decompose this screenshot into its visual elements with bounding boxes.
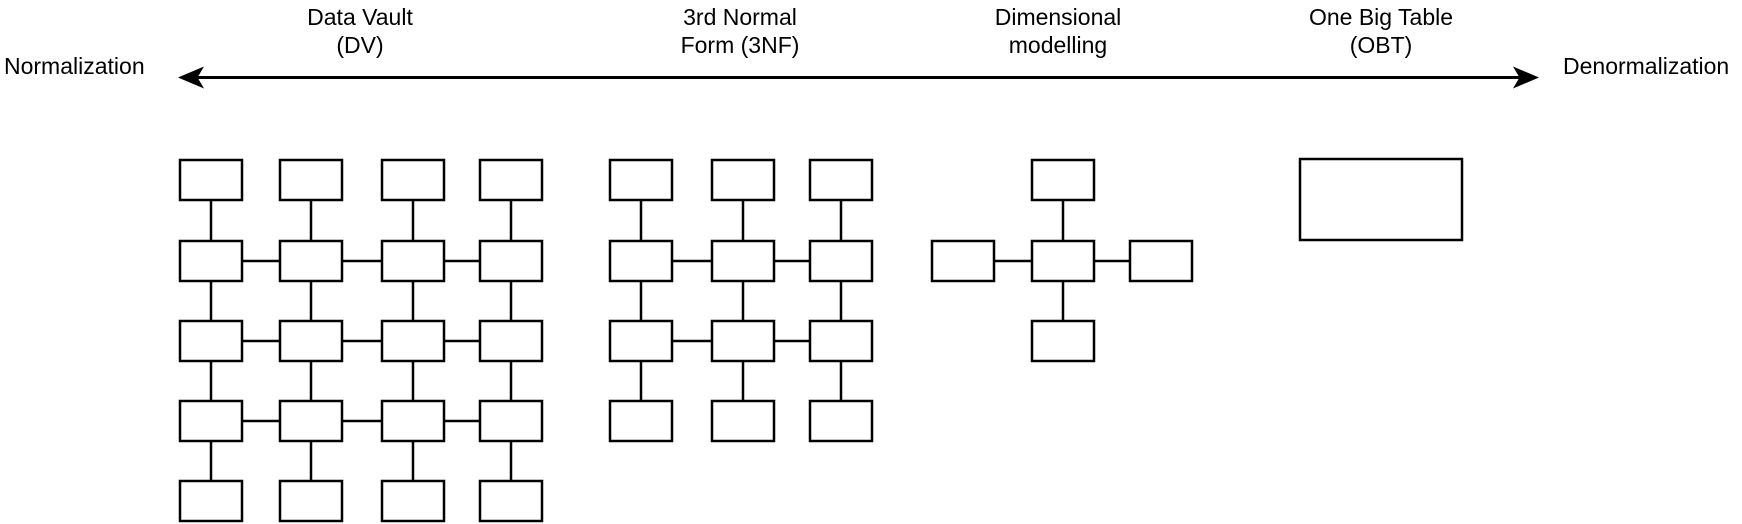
- three-nf-table-box: [710, 399, 776, 443]
- data-vault-table-box: [478, 399, 544, 443]
- three-nf-table-box: [808, 158, 874, 202]
- data-vault-label-line1: Data Vault: [307, 4, 413, 30]
- dimensional-dimension-box: [1030, 158, 1096, 202]
- data-vault-table-box: [278, 319, 344, 363]
- three-nf-table-box: [808, 319, 874, 363]
- data-vault-table-box: [278, 158, 344, 202]
- three-nf-table-box: [608, 158, 674, 202]
- data-vault-table-box: [478, 479, 544, 523]
- data-vault-table-box: [278, 479, 344, 523]
- data-vault-table-box: [278, 239, 344, 283]
- data-vault-table-box: [478, 319, 544, 363]
- third-normal-form-label: 3rd Normal Form (3NF): [681, 3, 800, 59]
- dimensional-dimension-box: [1030, 319, 1096, 363]
- spectrum-arrowhead-right-icon: [1513, 66, 1539, 89]
- data-vault-table-box: [380, 239, 446, 283]
- data-vault-table-box: [478, 239, 544, 283]
- dimensional-modelling-label: Dimensional modelling: [995, 3, 1122, 59]
- data-vault-table-box: [380, 319, 446, 363]
- three-nf-table-box: [608, 239, 674, 283]
- dimensional-dimension-box: [930, 239, 996, 283]
- data-vault-table-box: [178, 319, 244, 363]
- spectrum-arrowhead-left-icon: [178, 66, 204, 89]
- denormalization-axis-label: Denormalization: [1563, 53, 1730, 79]
- data-vault-table-box: [380, 399, 446, 443]
- three-nf-table-box: [608, 319, 674, 363]
- three-nf-table-box: [710, 158, 776, 202]
- data-vault-table-box: [178, 158, 244, 202]
- three-nf-table-box: [808, 239, 874, 283]
- one-big-table-label-line1: One Big Table: [1308, 4, 1454, 30]
- one-big-table-label-line2: (OBT): [1349, 32, 1413, 58]
- three-nf-table-box: [710, 239, 776, 283]
- data-vault-table-box: [478, 158, 544, 202]
- obt-table-box: [1298, 157, 1464, 242]
- data-vault-label-line2: (DV): [336, 32, 384, 58]
- data-vault-table-box: [278, 399, 344, 443]
- three-nf-table-box: [710, 319, 776, 363]
- dimensional-modelling-label-line2: modelling: [1008, 32, 1108, 58]
- data-vault-table-box: [178, 399, 244, 443]
- one-big-table-label: One Big Table (OBT): [1309, 3, 1453, 59]
- data-vault-table-box: [380, 479, 446, 523]
- three-nf-table-box: [808, 399, 874, 443]
- dimensional-dimension-box: [1128, 239, 1194, 283]
- third-normal-form-label-line2: Form (3NF): [680, 32, 800, 58]
- normalization-axis-label: Normalization: [4, 53, 145, 79]
- data-vault-table-box: [178, 239, 244, 283]
- third-normal-form-label-line1: 3rd Normal: [683, 4, 797, 30]
- three-nf-table-box: [608, 399, 674, 443]
- data-vault-table-box: [178, 479, 244, 523]
- dimensional-modelling-label-line1: Dimensional: [994, 4, 1122, 30]
- data-vault-table-box: [380, 158, 446, 202]
- data-vault-label: Data Vault (DV): [307, 3, 413, 59]
- dimensional-fact-box: [1030, 239, 1096, 283]
